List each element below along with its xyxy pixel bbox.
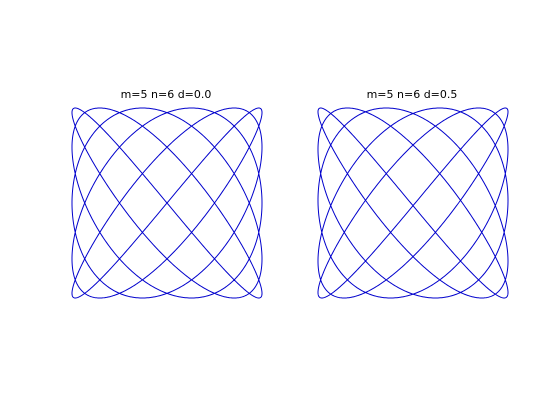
subplot-right: m=5 n=6 d=0.5 [317,88,509,299]
subplot-right-title: m=5 n=6 d=0.5 [367,88,458,101]
lissajous-curve-left [71,107,263,299]
subplot-left-title: m=5 n=6 d=0.0 [121,88,212,101]
lissajous-curve-right [317,107,509,299]
subplot-left: m=5 n=6 d=0.0 [71,88,263,299]
